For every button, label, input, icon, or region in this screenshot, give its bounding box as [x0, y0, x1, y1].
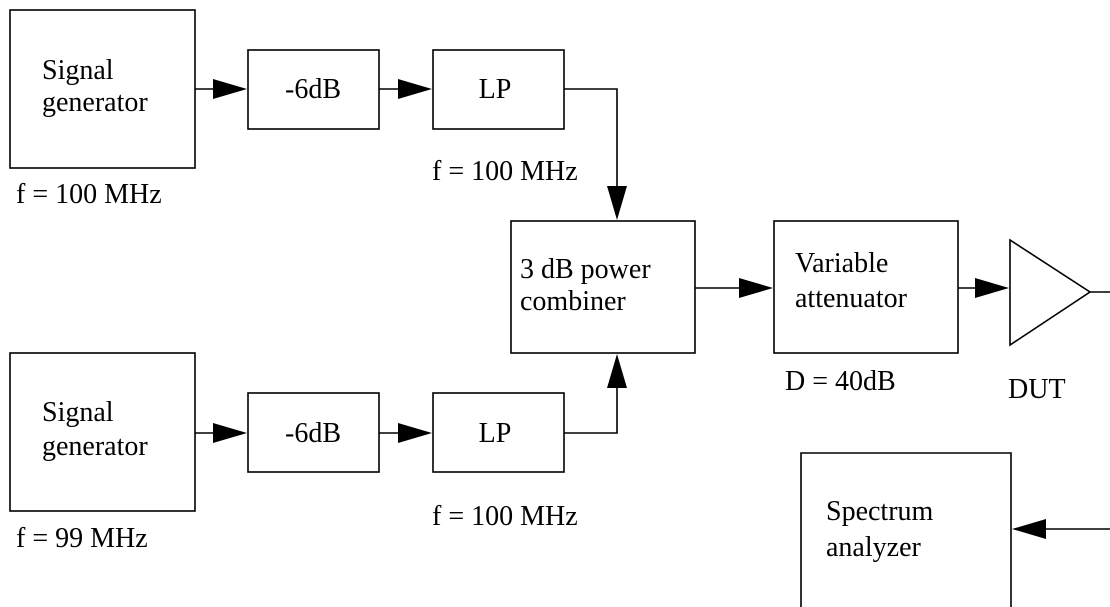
power-combiner-label-line1: 3 dB power	[520, 254, 651, 285]
signal-generator-1: Signal generator	[9, 9, 196, 169]
spectrum-analyzer-label-line2: analyzer	[826, 532, 921, 563]
signal-generator-1-label-line2: generator	[42, 87, 148, 118]
connector-combiner-to-attenuator	[695, 278, 773, 298]
variable-attenuator-value: D = 40dB	[785, 366, 896, 397]
arrowhead	[975, 278, 1009, 298]
variable-attenuator-label-line2: attenuator	[795, 283, 908, 314]
connector-gen2-to-att2	[195, 423, 247, 443]
low-pass-filter-2-label: LP	[479, 418, 512, 449]
connector-att1-to-lp1	[379, 79, 432, 99]
signal-generator-2-frequency: f = 99 MHz	[16, 523, 148, 554]
low-pass-filter-1-label: LP	[479, 74, 512, 105]
attenuator-6db-2-label: -6dB	[285, 418, 341, 449]
low-pass-filter-2-frequency: f = 100 MHz	[432, 501, 578, 532]
arrowhead	[398, 79, 432, 99]
low-pass-filter-2: LP	[432, 392, 565, 473]
arrowhead	[1012, 519, 1046, 539]
arrowhead	[607, 354, 627, 388]
attenuator-6db-2: -6dB	[247, 392, 380, 473]
attenuator-6db-1-label: -6dB	[285, 74, 341, 105]
low-pass-filter-1: LP	[432, 49, 565, 130]
signal-generator-2-label-line1: Signal	[42, 397, 114, 428]
signal-generator-1-frequency: f = 100 MHz	[16, 179, 162, 210]
connector-lp2-to-combiner	[564, 354, 627, 434]
spectrum-analyzer-label-line1: Spectrum	[826, 496, 934, 527]
spectrum-analyzer: Spectrum analyzer	[800, 452, 1012, 607]
dut-amplifier	[1009, 238, 1110, 347]
signal-generator-2: Signal generator	[9, 352, 196, 512]
connector-att2-to-lp2	[379, 423, 432, 443]
attenuator-6db-1: -6dB	[247, 49, 380, 130]
arrowhead	[739, 278, 773, 298]
signal-generator-1-label-line1: Signal	[42, 55, 114, 86]
arrowhead	[398, 423, 432, 443]
power-combiner-label-line2: combiner	[520, 286, 626, 317]
low-pass-filter-1-frequency: f = 100 MHz	[432, 156, 578, 187]
power-combiner: 3 dB power combiner	[510, 220, 696, 354]
connector-attenuator-to-dut	[958, 278, 1009, 298]
signal-generator-2-label-line2: generator	[42, 431, 148, 462]
dut-label: DUT	[1008, 374, 1066, 405]
variable-attenuator-label-line1: Variable	[795, 248, 888, 279]
amplifier-triangle-icon	[1009, 238, 1092, 347]
arrowhead	[213, 79, 247, 99]
connector-lp1-to-combiner	[564, 88, 627, 220]
arrowhead	[607, 186, 627, 220]
connector-to-spectrum-analyzer	[1012, 519, 1110, 539]
connector-gen1-to-att1	[195, 79, 247, 99]
variable-attenuator: Variable attenuator	[773, 220, 959, 354]
arrowhead	[213, 423, 247, 443]
